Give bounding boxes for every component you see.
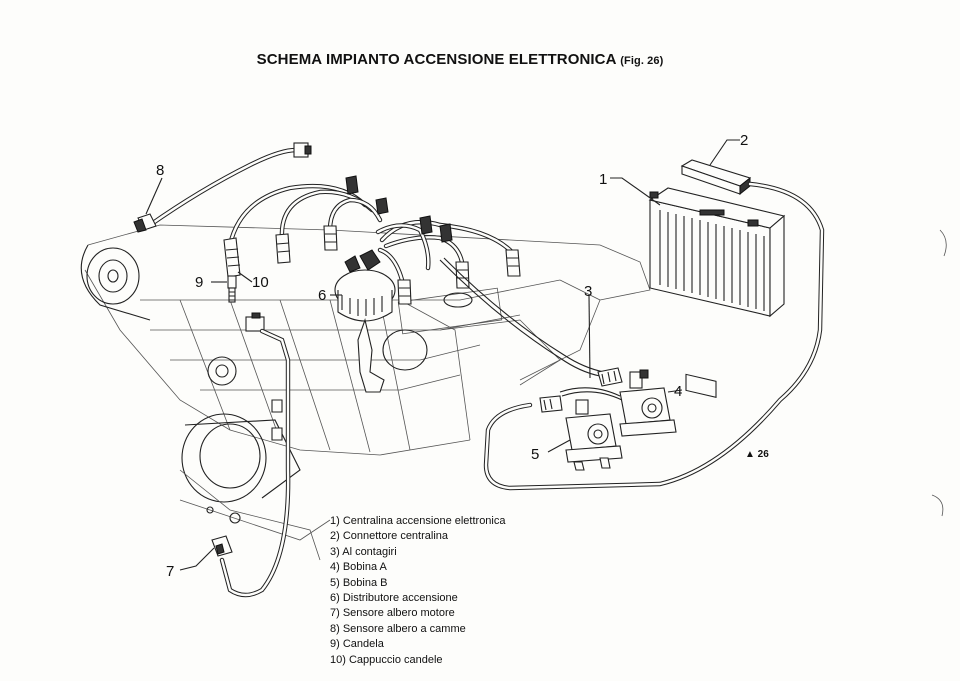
legend-item: 7) Sensore albero motore [330,607,455,620]
legend-item: 1) Centralina accensione elettronica [330,515,506,527]
plug-boots [223,225,521,305]
legend-item: 5) Bobina B [330,576,388,589]
page-edge-mark [931,494,944,517]
tacho-lead [439,257,623,387]
legend-item: 9) Candela [330,638,384,651]
legend-item: 3) Al contagiri [330,545,397,558]
coil-b [539,395,623,471]
main-harness [483,181,825,491]
callout-9: 9 [195,274,203,291]
callout-5: 5 [531,446,539,463]
leader-lines [145,139,740,571]
legend-item: 8) Sensore albero a camme [330,622,466,635]
callout-labels: 1 2 3 4 5 6 7 8 9 10 [156,132,748,580]
legend-item: 10) Cappuccio candele [330,653,443,666]
crank-sensor [211,312,291,598]
parts-legend: 1) Centralina accensione elettronica 2) … [330,514,506,668]
page-edge-mark [939,229,947,257]
callout-10: 10 [252,274,269,291]
control-unit [648,187,786,398]
distributor [334,249,396,393]
figure-reference: ▲ 26 [745,449,769,460]
ecu-connector [680,159,752,196]
coil-a [559,369,677,437]
callout-6: 6 [318,287,326,304]
cam-sensor [133,142,312,233]
legend-item: 2) Connettore centralina [330,530,449,543]
engine-block [80,224,651,561]
callout-1: 1 [599,171,607,188]
callout-2: 2 [740,132,748,149]
legend-item: 4) Bobina A [330,561,387,574]
callout-7: 7 [166,563,174,580]
callout-8: 8 [156,162,164,179]
ht-cables [227,175,515,283]
diagram-title: SCHEMA IMPIANTO ACCENSIONE ELETTRONICA (… [0,51,920,68]
legend-item: 6) Distributore accensione [330,592,458,605]
title-fig-ref: (Fig. 26) [620,55,664,67]
title-main: SCHEMA IMPIANTO ACCENSIONE ELETTRONICA [256,51,616,68]
callout-4: 4 [674,383,682,400]
callout-3: 3 [584,283,592,300]
